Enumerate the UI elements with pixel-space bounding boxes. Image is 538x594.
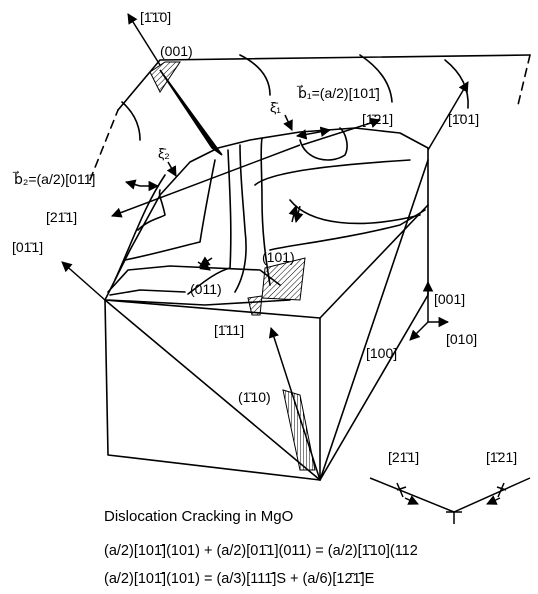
arrow-011-small-2 — [199, 256, 213, 267]
crystal-diagonal — [104, 299, 321, 481]
contour-5 — [234, 144, 247, 293]
inset-right-tee — [497, 482, 505, 498]
contour-12 — [109, 289, 186, 296]
contour-9 — [299, 127, 348, 161]
wave-arc-1 — [239, 54, 271, 96]
arrow-m121 — [301, 117, 381, 146]
label-xi2: ξ̄₂ — [158, 145, 170, 161]
label-dir-m1m10: [1̄1̄0] — [140, 9, 171, 25]
arrow-xi2 — [166, 161, 177, 177]
diagram-title: Dislocation Cracking in MgO — [104, 508, 294, 525]
wave-arc-2 — [359, 54, 393, 103]
hatch-101 — [261, 257, 306, 301]
label-dir-m111: [1̄11] — [214, 322, 244, 338]
wave-arc-4 — [121, 101, 141, 141]
inset-left-arm — [369, 477, 455, 513]
label-b1: b⃗₁=(a/2)[101̄] — [296, 84, 379, 101]
crystal-top-edge — [104, 127, 429, 301]
contour-11 — [289, 199, 421, 225]
contour-7 — [269, 209, 426, 251]
contour-10 — [137, 189, 166, 231]
label-plane-101: (101) — [262, 249, 295, 265]
label-b2: b⃗₂=(a/2)[011̄] — [12, 170, 95, 187]
crack-wedge — [159, 69, 223, 156]
equation-1: (a/2)[101̄](101) + (a/2)[01̄1](011) = (a… — [104, 543, 418, 559]
hatch-m110 — [282, 389, 316, 471]
arrow-b1 — [313, 126, 332, 137]
inset-left-tee — [396, 482, 404, 498]
label-dir-001: [001] — [434, 291, 465, 307]
crystal-left-side — [104, 299, 321, 481]
inset-left-tee-bar — [396, 486, 407, 491]
contour-4 — [187, 149, 232, 295]
equation-2: (a/2)[101̄](101) = (a/3)[111̄]S + (a/6)[… — [104, 571, 375, 587]
label-dir-010: [010] — [446, 331, 477, 347]
label-inset-m121: [1̄21] — [486, 449, 517, 465]
hatch-m111 — [247, 295, 263, 316]
plane-001-side-dashed — [517, 54, 531, 106]
contour-6 — [260, 137, 271, 286]
arrow-b2-rev — [124, 179, 141, 190]
label-plane-011: (011) — [190, 281, 222, 297]
label-inset-2m11: [21̄1] — [388, 449, 419, 465]
arrow-m111 — [268, 327, 321, 481]
inset-arrow-left — [404, 495, 419, 505]
inset-dislocation-diagram — [369, 477, 531, 524]
label-dir-m101: [1̄01] — [448, 111, 479, 127]
inset-arrow-right — [486, 495, 501, 505]
label-plane-001: (001) — [160, 43, 193, 59]
arrow-m1m10 — [127, 13, 161, 66]
inset-right-tee-bar — [496, 486, 507, 491]
arrow-0m11 — [61, 261, 106, 301]
label-dir-100: [100] — [366, 345, 397, 361]
arrow-101-small-down — [293, 205, 304, 224]
label-dir-2m11: [21̄1] — [46, 209, 77, 225]
arrow-2m11 — [111, 144, 301, 218]
arrow-m101 — [427, 81, 469, 151]
arrow-b1-rev — [295, 129, 315, 140]
inset-right-arm — [453, 477, 531, 513]
arrow-101-small-up — [288, 204, 299, 223]
arrow-100 — [409, 321, 429, 341]
crystal-right-diagonal — [319, 159, 429, 481]
label-xi1: ξ̄₁ — [270, 99, 281, 115]
label-dir-0m11: [01̄1] — [12, 239, 43, 255]
contour-8 — [254, 159, 411, 186]
contour-3 — [124, 159, 216, 261]
label-dir-m121: [1̄21] — [362, 111, 393, 127]
plane-001-outline — [117, 54, 531, 111]
label-plane-m110: (1̄10) — [238, 389, 271, 405]
plane-001-left-dashed — [89, 109, 119, 181]
arrow-xi1 — [283, 114, 293, 131]
